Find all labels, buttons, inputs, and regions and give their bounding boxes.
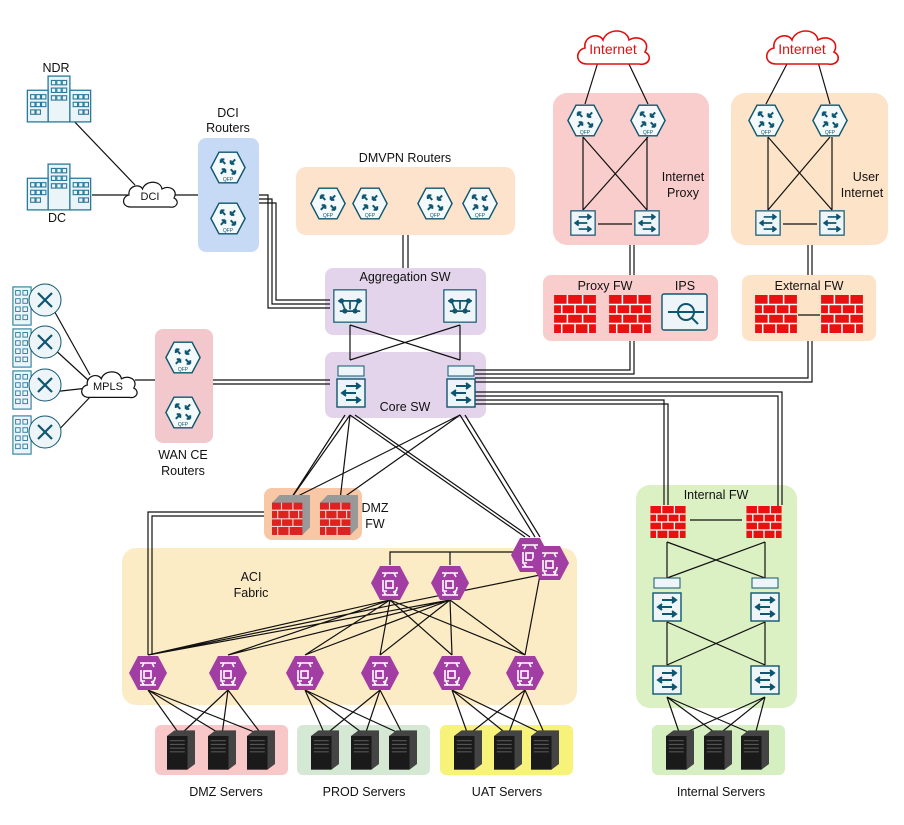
- wan-ce-label: Routers: [161, 464, 205, 478]
- router-qfp-label: QFP: [178, 422, 189, 428]
- internet-proxy-label: Proxy: [667, 186, 700, 200]
- firewall-icon: [820, 295, 864, 333]
- building-icon: [12, 415, 32, 455]
- dci-routers-label: DCI: [217, 106, 239, 120]
- mpls-label: MPLS: [93, 381, 123, 393]
- internet-label-1: Internet: [589, 41, 637, 57]
- server-icon: [741, 730, 769, 770]
- server-icon: [208, 730, 236, 770]
- server-icon: [666, 730, 694, 770]
- server-icon: [454, 730, 482, 770]
- dmz-firewall-icon: [320, 495, 358, 535]
- server-icon: [167, 730, 195, 770]
- dmz-fw-label: DMZ: [361, 501, 388, 515]
- dci-cloud-label: DCI: [141, 191, 160, 203]
- router-qfp-label: QFP: [825, 130, 836, 136]
- switch-icon: [634, 210, 660, 236]
- internet-label-2: Internet: [778, 41, 826, 57]
- prod-servers-label: PROD Servers: [323, 785, 406, 799]
- uat-servers-label: UAT Servers: [472, 785, 542, 799]
- ndr-building-icon: [26, 75, 92, 123]
- server-icon: [704, 730, 732, 770]
- aggregation-switch-icon: [443, 289, 477, 323]
- router-qfp-label: QFP: [365, 213, 376, 219]
- internal-switch-icon: [750, 665, 780, 695]
- dmz-firewall-icon: [272, 495, 310, 535]
- user-internet-label: User: [853, 170, 879, 184]
- internal-switch-icon: [653, 577, 681, 589]
- mpls-branches: [12, 283, 62, 455]
- ips-label: IPS: [675, 279, 695, 293]
- server-icon: [389, 730, 417, 770]
- aci-fabric-label: ACI: [241, 570, 262, 584]
- switch-icon: [570, 210, 596, 236]
- router-qfp-label: QFP: [475, 213, 486, 219]
- internal-switch-icon: [751, 577, 779, 589]
- core-switch-icon: [446, 378, 476, 408]
- internal-switch-icon: [750, 592, 780, 622]
- router-qfp-label: QFP: [178, 367, 189, 373]
- internal-servers-label: Internal Servers: [677, 785, 765, 799]
- dc-label: DC: [48, 211, 66, 225]
- firewalls: [272, 293, 864, 538]
- firewall-icon: [745, 506, 783, 538]
- firewall-icon: [649, 506, 687, 538]
- dmvpn-zone: [296, 167, 515, 235]
- router-qfp-label: QFP: [223, 177, 234, 183]
- server-icon: [247, 730, 275, 770]
- switch-icon: [819, 210, 845, 236]
- core-switch-icon: [337, 365, 365, 377]
- aci-fabric-label: Fabric: [234, 586, 269, 600]
- server-icon: [531, 730, 559, 770]
- core-switch-icon: [447, 365, 475, 377]
- labels: Internet Proxy User Internet Proxy FW IP…: [42, 61, 883, 799]
- internal-switch-icon: [652, 592, 682, 622]
- aggregation-switch-icon: [333, 289, 367, 323]
- dmvpn-routers-label: DMVPN Routers: [359, 151, 451, 165]
- building-icon: [12, 328, 32, 368]
- internal-fw-zone: [636, 485, 797, 708]
- external-fw-label: External FW: [775, 279, 844, 293]
- dc-building-icon: [26, 163, 92, 211]
- dci-routers-label: Routers: [206, 121, 250, 135]
- wan-ce-label: WAN CE: [158, 448, 208, 462]
- server-icon: [351, 730, 379, 770]
- proxy-fw-label: Proxy FW: [578, 279, 633, 293]
- building-icon: [12, 370, 32, 410]
- router-qfp-label: QFP: [761, 130, 772, 136]
- core-sw-label: Core SW: [380, 400, 431, 414]
- server-icon: [494, 730, 522, 770]
- internet-proxy-label: Internet: [662, 170, 705, 184]
- router-qfp-label: QFP: [430, 213, 441, 219]
- firewall-icon: [754, 295, 798, 333]
- aggregation-sw-label: Aggregation SW: [359, 270, 450, 284]
- router-qfp-label: QFP: [223, 228, 234, 234]
- router-qfp-label: QFP: [323, 213, 334, 219]
- firewall-icon: [608, 295, 652, 333]
- router-qfp-label: QFP: [580, 130, 591, 136]
- user-internet-label: Internet: [841, 186, 884, 200]
- dmz-servers-label: DMZ Servers: [189, 785, 263, 799]
- router-qfp-label: QFP: [643, 130, 654, 136]
- internal-switch-icon: [652, 665, 682, 695]
- server-icon: [311, 730, 339, 770]
- internal-fw-label: Internal FW: [684, 488, 749, 502]
- links: [51, 61, 833, 736]
- core-switch-icon: [336, 378, 366, 408]
- servers: [167, 730, 769, 770]
- building-icon: [12, 286, 32, 326]
- dmz-fw-label: FW: [365, 517, 385, 531]
- switches: [333, 210, 845, 695]
- ndr-label: NDR: [42, 61, 69, 75]
- switch-icon: [755, 210, 781, 236]
- routers: QFP QFP QFP QFP QFP QFP QFP QFP QFP QFP …: [165, 104, 848, 429]
- firewall-icon: [553, 295, 597, 333]
